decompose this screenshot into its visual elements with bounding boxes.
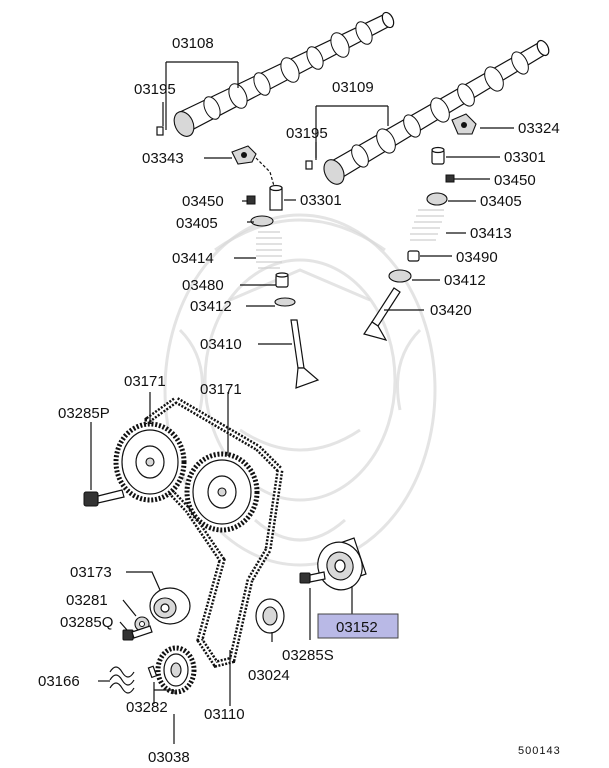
key-pin-right[interactable] <box>305 160 313 170</box>
retainer-lock-left[interactable] <box>246 195 256 205</box>
rocker-arm-right[interactable] <box>451 113 477 135</box>
camshaft-sprocket-left[interactable] <box>113 421 187 503</box>
camshaft-intake[interactable] <box>170 11 396 140</box>
label-03412-left[interactable]: 03412 <box>190 298 232 315</box>
label-03490[interactable]: 03490 <box>456 249 498 266</box>
label-03110[interactable]: 03110 <box>204 706 245 723</box>
valve-seal-left[interactable] <box>275 272 289 288</box>
label-03413[interactable]: 03413 <box>470 225 512 242</box>
label-03324[interactable]: 03324 <box>518 120 560 137</box>
label-03410[interactable]: 03410 <box>200 336 242 353</box>
tensioner-pulley[interactable] <box>312 536 369 595</box>
label-03450-left[interactable]: 03450 <box>182 193 224 210</box>
label-03038[interactable]: 03038 <box>148 749 190 766</box>
spring-retainer-left[interactable] <box>250 215 274 227</box>
label-03285Q[interactable]: 03285Q <box>60 614 113 631</box>
label-03285P[interactable]: 03285P <box>58 405 110 422</box>
label-03301-left[interactable]: 03301 <box>300 192 342 209</box>
label-03343[interactable]: 03343 <box>142 150 184 167</box>
spring-pin[interactable] <box>147 665 158 679</box>
label-03405-right[interactable]: 03405 <box>480 193 522 210</box>
label-03282[interactable]: 03282 <box>126 699 168 716</box>
label-03195-left[interactable]: 03195 <box>134 81 176 98</box>
label-03024[interactable]: 03024 <box>248 667 290 684</box>
label-03173[interactable]: 03173 <box>70 564 112 581</box>
sprocket-bolt[interactable] <box>83 489 125 507</box>
idler-pulley[interactable] <box>149 587 191 625</box>
label-03171-left[interactable]: 03171 <box>124 373 166 390</box>
label-03109[interactable]: 03109 <box>332 79 374 96</box>
part-03152-highlight[interactable] <box>317 613 399 639</box>
camshaft-exhaust[interactable] <box>320 39 551 188</box>
camshaft-sprocket-right[interactable] <box>184 451 260 533</box>
part-labels: 03108 03195 03109 03195 03324 03343 0330… <box>38 35 561 766</box>
valve-intake[interactable] <box>290 319 320 389</box>
leader-lines <box>90 61 514 744</box>
label-03281[interactable]: 03281 <box>66 592 108 609</box>
label-03195-right[interactable]: 03195 <box>286 125 328 142</box>
key-pin-left[interactable] <box>156 126 164 136</box>
diagram-reference-number: 500143 <box>518 745 561 757</box>
valve-spring-left[interactable] <box>256 231 282 269</box>
retainer-lock-right[interactable] <box>445 174 455 183</box>
tensioner-spring[interactable] <box>109 666 135 694</box>
lash-adjuster-left[interactable] <box>269 184 283 211</box>
label-03301-right[interactable]: 03301 <box>504 149 546 166</box>
valve-exhaust[interactable] <box>363 287 401 341</box>
label-03420[interactable]: 03420 <box>430 302 472 319</box>
spring-seat-left[interactable] <box>274 297 296 307</box>
valve-seal-right[interactable] <box>407 250 420 262</box>
lash-adjuster-right[interactable] <box>431 146 445 165</box>
label-03414[interactable]: 03414 <box>172 250 214 267</box>
valve-spring-right[interactable] <box>410 209 444 241</box>
crank-washer[interactable] <box>255 598 285 634</box>
label-03405-left[interactable]: 03405 <box>176 215 218 232</box>
pulley-bolt[interactable] <box>299 571 326 584</box>
spring-seat-right[interactable] <box>388 269 412 283</box>
label-03285S[interactable]: 03285S <box>282 647 334 664</box>
watermark-emblem <box>163 213 437 567</box>
rocker-arm-left[interactable] <box>231 145 257 165</box>
label-03108[interactable]: 03108 <box>172 35 214 52</box>
label-03171-right[interactable]: 03171 <box>200 381 242 398</box>
crank-sprocket[interactable] <box>155 645 197 695</box>
label-03480[interactable]: 03480 <box>182 277 224 294</box>
spring-retainer-right[interactable] <box>426 192 448 206</box>
timing-belt[interactable] <box>144 395 284 668</box>
label-03152[interactable]: 03152 <box>336 619 378 636</box>
label-03166[interactable]: 03166 <box>38 673 80 690</box>
label-03450-right[interactable]: 03450 <box>494 172 536 189</box>
tensioner-bolt[interactable] <box>122 625 153 641</box>
label-03412-right[interactable]: 03412 <box>444 272 486 289</box>
